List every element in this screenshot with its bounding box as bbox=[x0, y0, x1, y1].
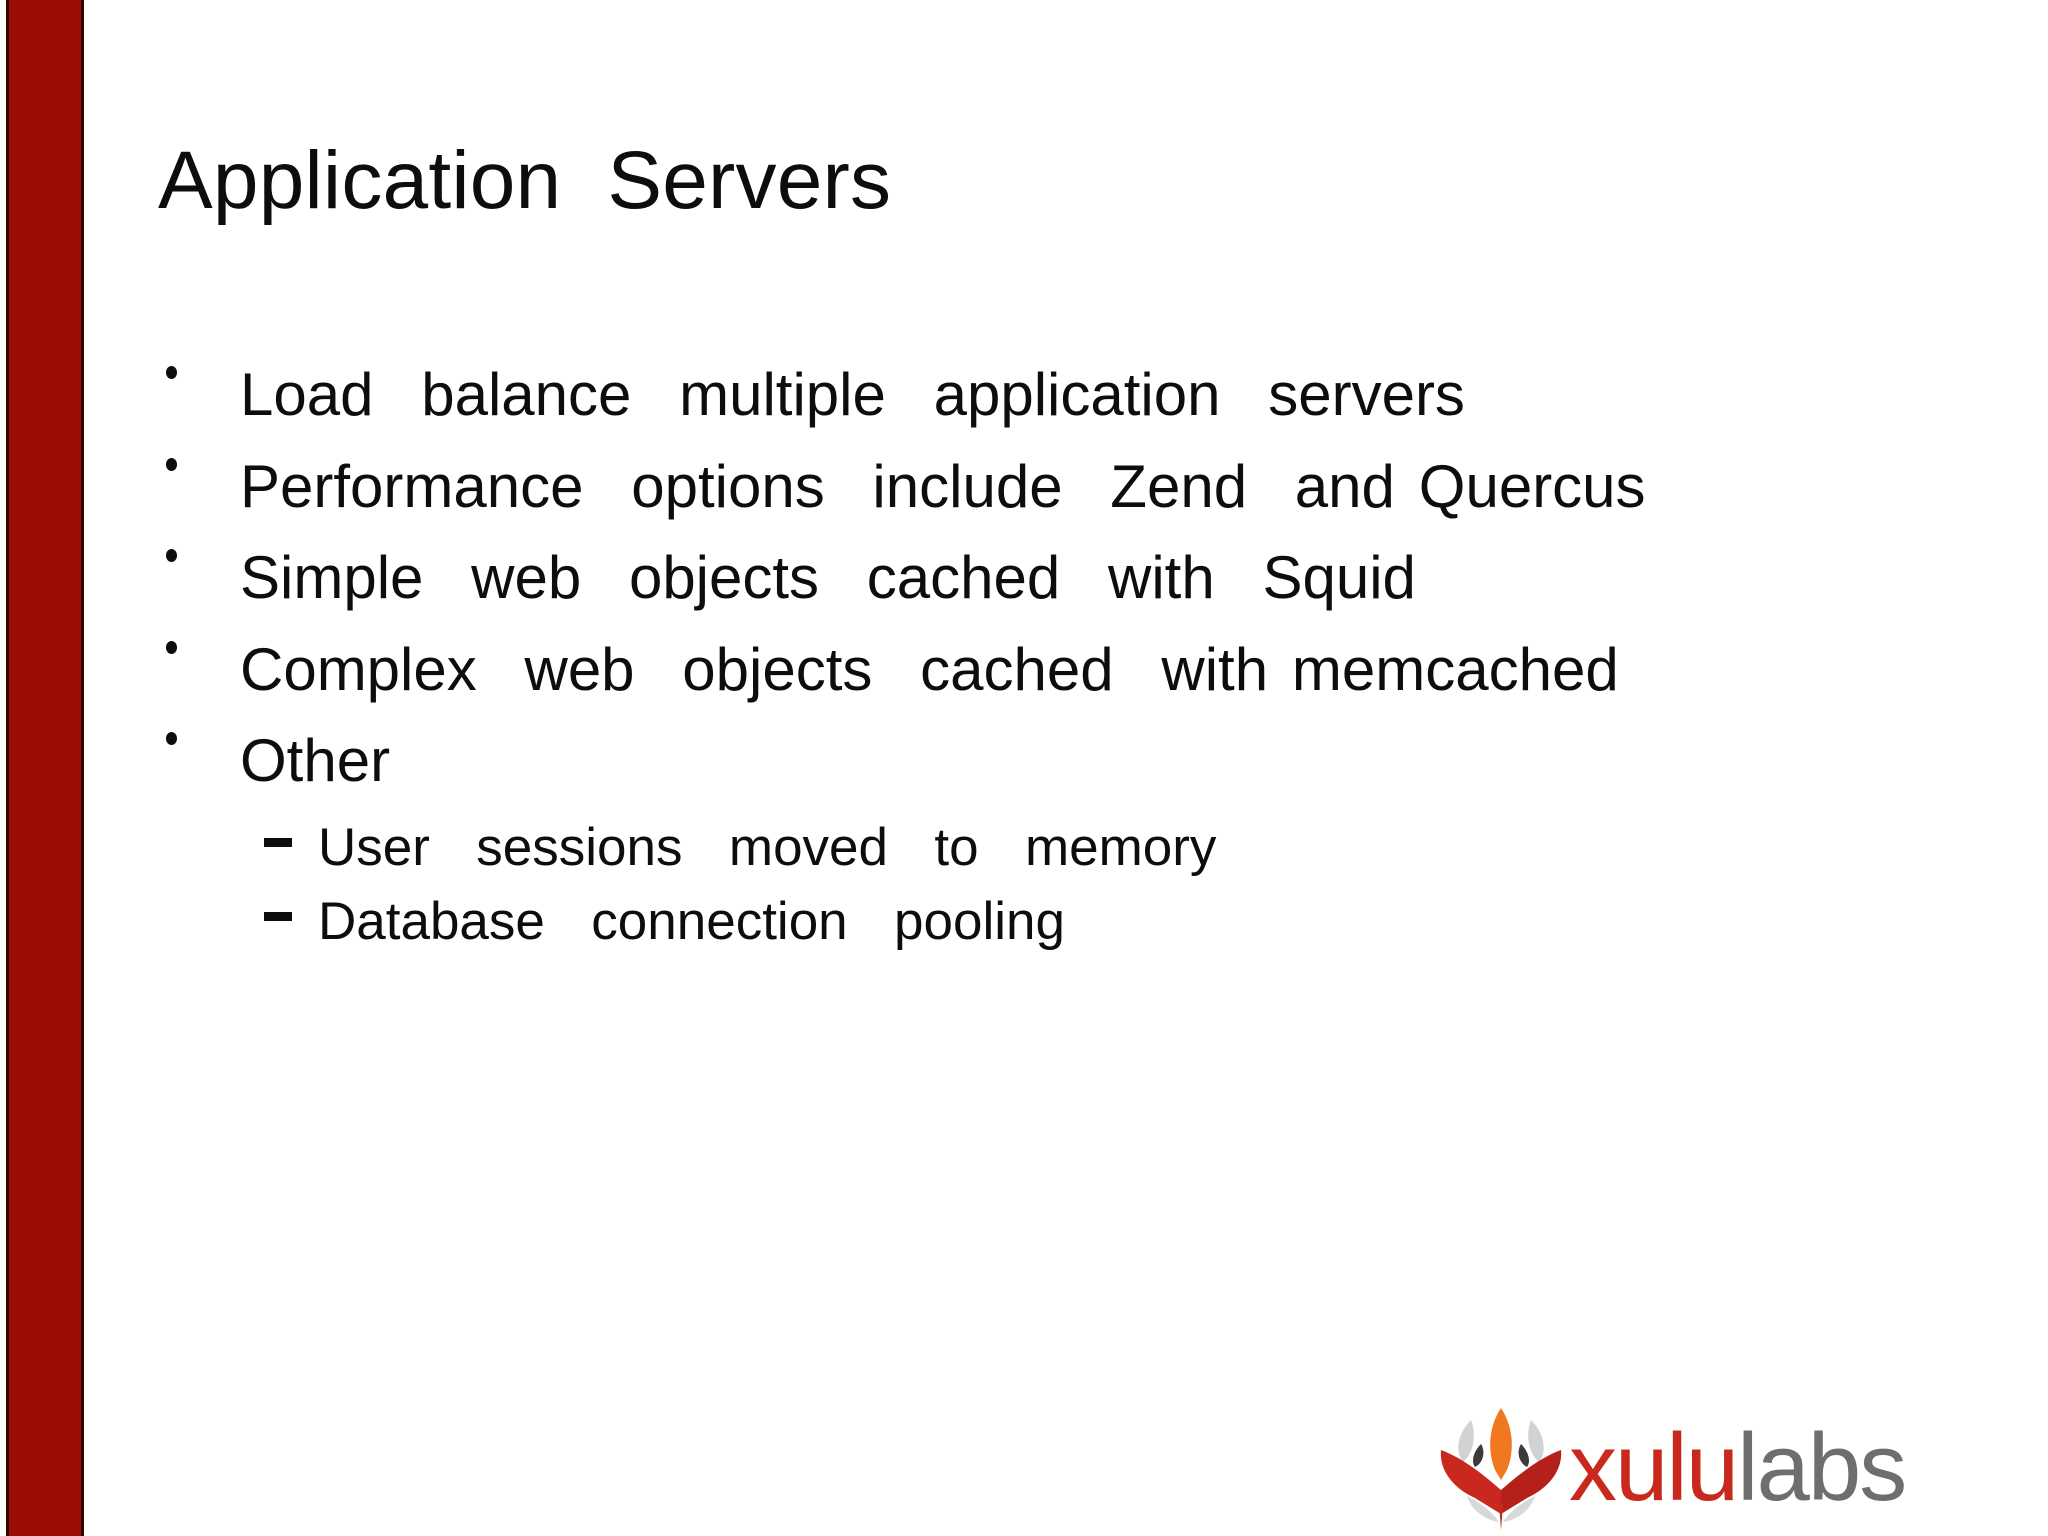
list-item: Other bbox=[158, 726, 1798, 796]
list-item: Complex web objects cached with memcache… bbox=[158, 635, 1798, 705]
sub-list-item: User sessions moved to memory bbox=[256, 818, 1798, 878]
dot-bullet-icon bbox=[166, 640, 178, 655]
xululabs-logo: xululabs bbox=[1437, 1404, 2027, 1532]
sub-list-item-label: User sessions moved to memory bbox=[318, 817, 1217, 877]
sub-list-item-label: Database connection pooling bbox=[318, 892, 1065, 952]
dash-bullet-icon bbox=[264, 837, 292, 852]
dot-bullet-icon bbox=[166, 732, 178, 746]
list-item-label: Simple web objects cached with Squid bbox=[240, 544, 1416, 612]
logo-word-xulu: xulu bbox=[1569, 1414, 1739, 1521]
list-item-label: Complex web objects cached with memcache… bbox=[240, 635, 1619, 703]
list-item-label: Load balance multiple application server… bbox=[240, 361, 1465, 428]
list-item-label: Other bbox=[240, 727, 391, 795]
sub-list-item: Database connection pooling bbox=[256, 892, 1798, 952]
dot-bullet-icon bbox=[166, 457, 178, 472]
logo-word-labs: labs bbox=[1737, 1414, 1907, 1521]
dot-bullet-icon bbox=[166, 549, 178, 563]
left-accent-bar bbox=[6, 0, 84, 1536]
list-item: Performance options include Zend and Que… bbox=[158, 452, 1798, 522]
dash-bullet-icon bbox=[264, 912, 292, 926]
dot-bullet-icon bbox=[166, 366, 178, 380]
list-item: Load balance multiple application server… bbox=[158, 360, 1798, 430]
list-item: Simple web objects cached with Squid bbox=[158, 543, 1798, 613]
page-title: Application Servers bbox=[158, 135, 892, 226]
logo-wordmark: xululabs bbox=[1569, 1420, 1907, 1516]
list-item-label: Performance options include Zend and Que… bbox=[240, 452, 1646, 520]
bullet-list: Load balance multiple application server… bbox=[158, 360, 1798, 967]
xululabs-flower-icon bbox=[1440, 1408, 1562, 1530]
